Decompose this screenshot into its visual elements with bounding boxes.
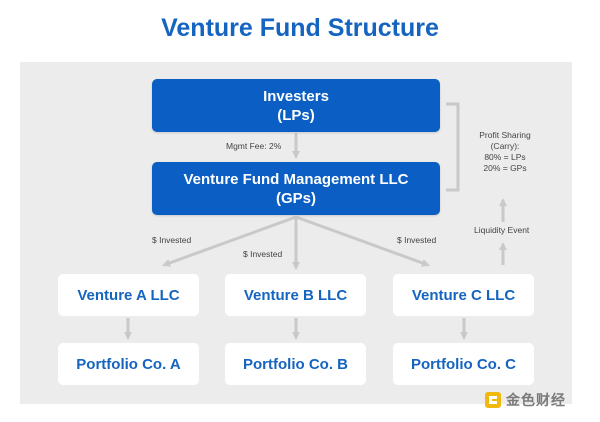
diagram-title: Venture Fund Structure	[161, 14, 439, 42]
invested-label-a: $ Invested	[152, 235, 192, 245]
venture-b-box: Venture B LLC	[225, 274, 366, 316]
invested-label-b: $ Invested	[243, 249, 283, 259]
profit-sharing-line4: 20% = GPs	[483, 163, 527, 173]
investors-label: Investers	[263, 87, 329, 105]
liquidity-event-label: Liquidity Event	[474, 225, 530, 235]
management-label: Venture Fund Management LLC	[183, 170, 409, 188]
watermark-text: 金色财经	[506, 392, 566, 408]
portfolio-a-box: Portfolio Co. A	[58, 343, 199, 385]
portfolio-b-box: Portfolio Co. B	[225, 343, 366, 385]
profit-sharing-line2: (Carry):	[490, 141, 520, 151]
invest-arrow-c	[295, 215, 430, 267]
profit-sharing-line3: 80% = LPs	[484, 152, 526, 162]
watermark: 金色财经	[484, 390, 566, 410]
management-sublabel: (GPs)	[275, 189, 316, 207]
profit-bracket	[446, 102, 460, 192]
gold-logo-icon	[485, 392, 501, 408]
mgmt-fee-label: Mgmt Fee: 2%	[226, 141, 282, 151]
profit-sharing-line1: Profit Sharing	[479, 130, 531, 140]
investors-box: Investers (LPs)	[152, 79, 440, 132]
venture-a-box: Venture A LLC	[58, 274, 199, 316]
investors-sublabel: (LPs)	[277, 106, 315, 124]
portfolio-c-box: Portfolio Co. C	[393, 343, 534, 385]
management-box: Venture Fund Management LLC (GPs)	[152, 162, 440, 215]
profit-sharing-label: Profit Sharing (Carry): 80% = LPs 20% = …	[465, 130, 545, 174]
invest-arrow-a	[162, 215, 297, 267]
venture-c-box: Venture C LLC	[393, 274, 534, 316]
invested-label-c: $ Invested	[397, 235, 437, 245]
